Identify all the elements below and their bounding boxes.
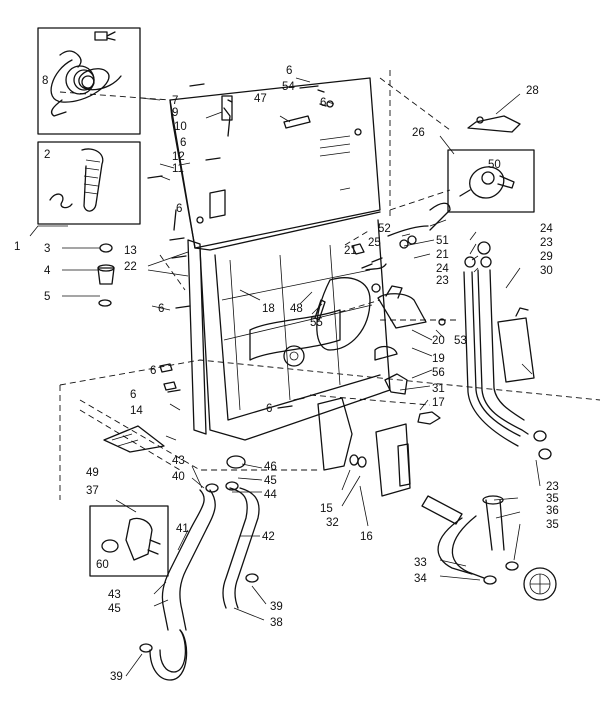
- callout-6: 6: [130, 389, 136, 401]
- callout-28: 28: [526, 85, 539, 97]
- fill-hoses: [139, 455, 260, 681]
- callout-14: 14: [130, 405, 143, 417]
- callout-2: 2: [44, 149, 50, 161]
- callout-7: 7: [172, 95, 178, 107]
- callout-43: 43: [108, 589, 121, 601]
- callout-55: 55: [310, 317, 323, 329]
- callout-42: 42: [262, 531, 275, 543]
- callout-47: 47: [254, 93, 267, 105]
- callout-39: 39: [270, 601, 283, 613]
- callout-31: 31: [432, 383, 445, 395]
- callout-6: 6: [158, 303, 164, 315]
- callout-25: 25: [368, 237, 381, 249]
- callout-6: 6: [180, 137, 186, 149]
- callout-54: 54: [282, 81, 295, 93]
- callout-22: 22: [124, 261, 137, 273]
- callout-53: 53: [454, 335, 467, 347]
- callout-45: 45: [264, 475, 277, 487]
- callout-24: 24: [540, 223, 553, 235]
- back-panel: [169, 77, 381, 251]
- callout-23: 23: [540, 237, 553, 249]
- callout-56: 56: [432, 367, 445, 379]
- callout-4: 4: [44, 265, 51, 277]
- leader-dash-lines: [59, 70, 601, 500]
- callout-13: 13: [124, 245, 137, 257]
- callout-60: 60: [96, 559, 109, 571]
- callout-1: 1: [14, 241, 20, 253]
- callout-6: 6: [286, 65, 292, 77]
- callout-32: 32: [326, 517, 339, 529]
- inset-drain-hose: [37, 141, 141, 225]
- callout-49: 49: [86, 467, 99, 479]
- callout-26: 26: [412, 127, 425, 139]
- callout-51: 51: [436, 235, 449, 247]
- grommet-parts: [29, 225, 115, 307]
- lower-duct: [317, 397, 463, 525]
- inset-valve-left: [89, 505, 169, 577]
- callout-38: 38: [270, 617, 283, 629]
- callout-45: 45: [108, 603, 121, 615]
- pump-parts: [351, 225, 446, 425]
- callout-leaders: [115, 77, 541, 677]
- callout-21: 21: [436, 249, 449, 261]
- screws: [147, 83, 334, 409]
- callout-21: 21: [344, 245, 357, 257]
- callout-23: 23: [546, 481, 559, 493]
- side-strip-and-bracket: [103, 363, 177, 453]
- inlet-valve-inset: [429, 149, 535, 231]
- callout-46: 46: [264, 461, 277, 473]
- inlet-hoses: [463, 241, 552, 460]
- callout-35: 35: [546, 493, 559, 505]
- callout-15: 15: [320, 503, 333, 515]
- callout-23: 23: [436, 275, 449, 287]
- callout-10: 10: [174, 121, 187, 133]
- callout-33: 33: [414, 557, 427, 569]
- callout-9: 9: [172, 107, 178, 119]
- callout-44: 44: [264, 489, 277, 501]
- callout-16: 16: [360, 531, 373, 543]
- callout-40: 40: [172, 471, 185, 483]
- callout-6: 6: [176, 203, 182, 215]
- callout-12: 12: [172, 151, 185, 163]
- bracket-28: [467, 115, 521, 133]
- callout-50: 50: [488, 159, 501, 171]
- callout-19: 19: [432, 353, 445, 365]
- callout-48: 48: [290, 303, 303, 315]
- callout-20: 20: [432, 335, 445, 347]
- drain-hoses: [437, 495, 557, 601]
- callout-52: 52: [378, 223, 391, 235]
- callout-8: 8: [42, 75, 48, 87]
- callout-36: 36: [546, 505, 559, 517]
- inset-power-cord: [37, 27, 141, 135]
- callout-35: 35: [546, 519, 559, 531]
- callout-5: 5: [44, 291, 50, 303]
- callout-37: 37: [86, 485, 99, 497]
- callout-3: 3: [44, 243, 50, 255]
- callout-39: 39: [110, 671, 123, 683]
- callout-6: 6: [320, 97, 326, 109]
- callout-41: 41: [176, 523, 189, 535]
- callout-29: 29: [540, 251, 553, 263]
- callout-6: 6: [150, 365, 156, 377]
- callout-6: 6: [266, 403, 272, 415]
- callout-34: 34: [414, 573, 427, 585]
- callout-43: 43: [172, 455, 185, 467]
- callout-17: 17: [432, 397, 445, 409]
- callout-30: 30: [540, 265, 553, 277]
- callout-11: 11: [172, 163, 184, 175]
- cabinet-frame: [187, 219, 391, 441]
- callout-24: 24: [436, 263, 449, 275]
- callout-labels: 8 2 1 3 4 5 7 9 10 6 12 11 6 13 22 6 6 5…: [14, 65, 559, 683]
- callout-18: 18: [262, 303, 275, 315]
